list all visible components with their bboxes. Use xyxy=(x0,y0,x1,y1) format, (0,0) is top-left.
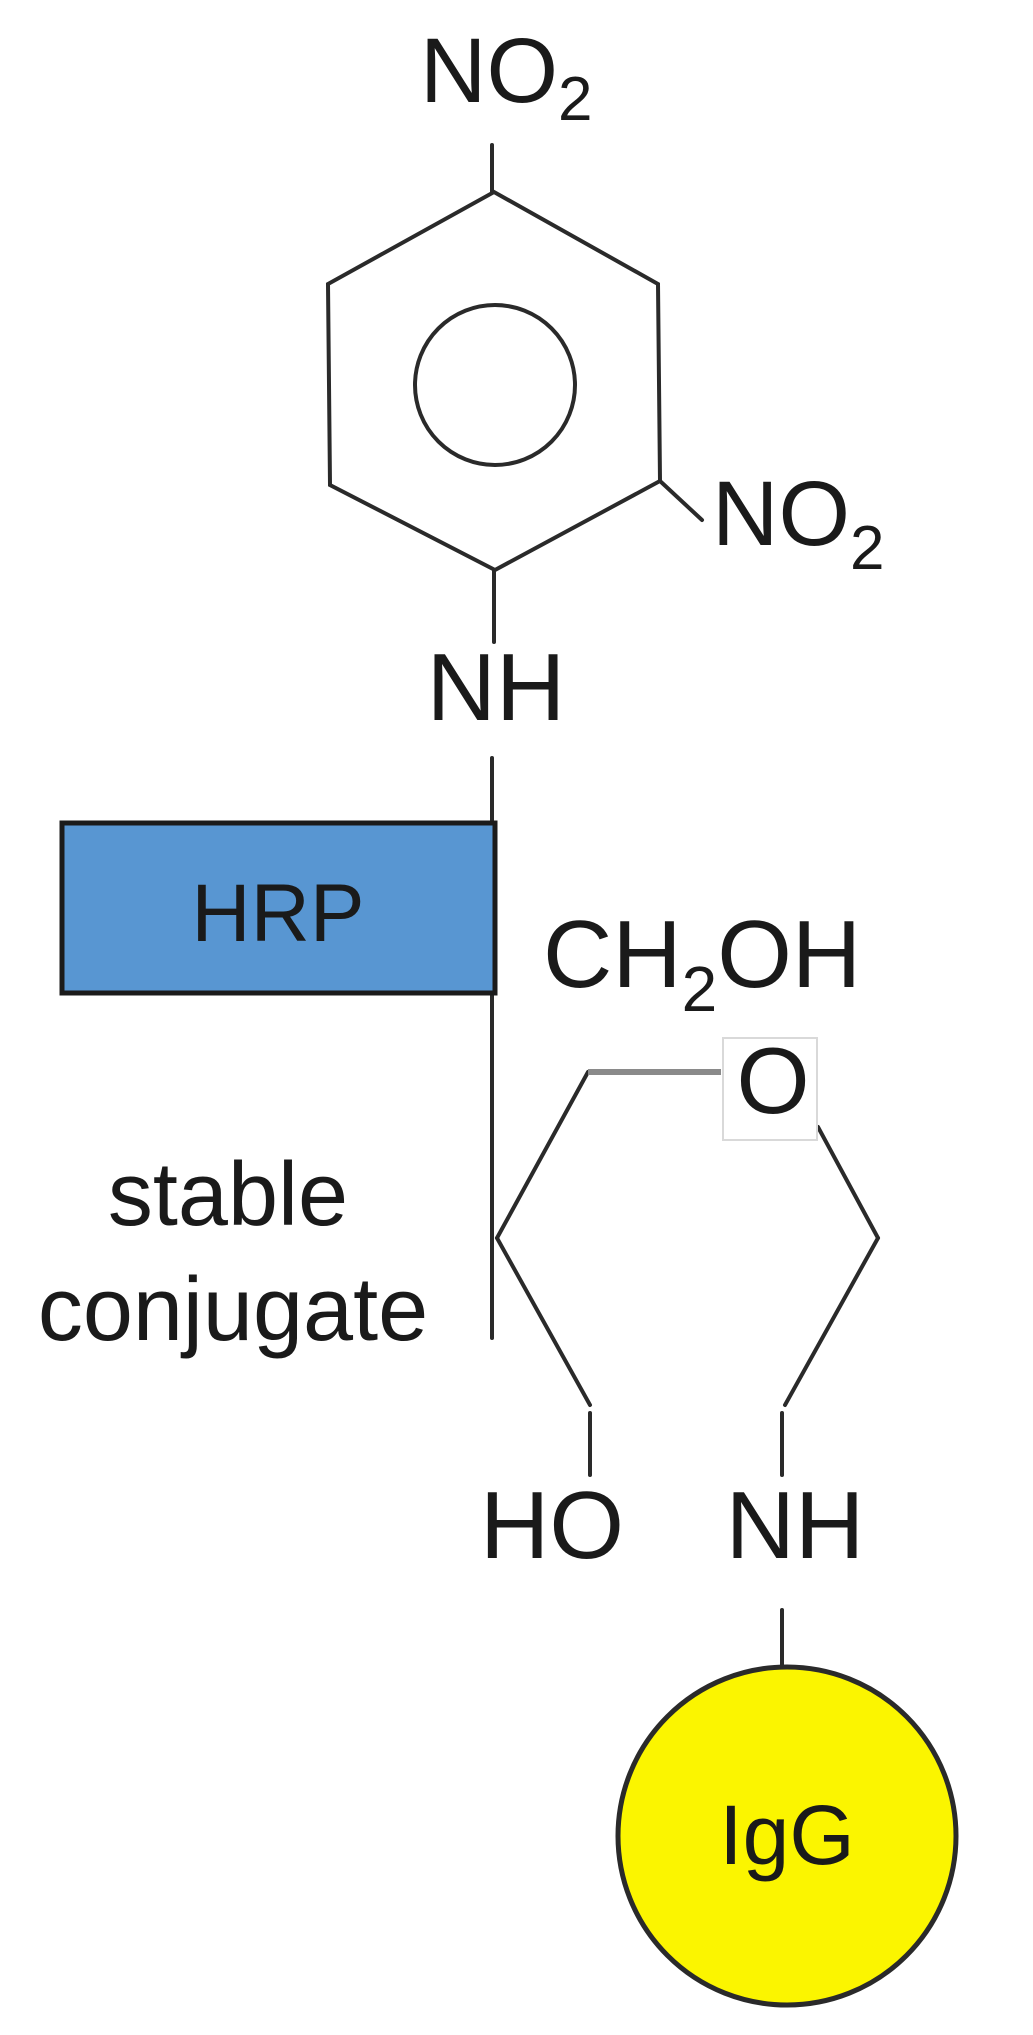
sugar-ring-upper-left-bond xyxy=(495,1070,590,1240)
hydroxymethyl-subscript: 2 xyxy=(682,953,718,1025)
amine-top-label: NH xyxy=(427,634,566,741)
nitro-right-subscript: 2 xyxy=(850,514,884,583)
hydroxymethyl-post: OH xyxy=(717,901,861,1008)
sugar-ring-lower-right-bond xyxy=(783,1236,880,1407)
nitro-right-label: NO2 xyxy=(712,463,884,583)
hrp-enzyme-box xyxy=(59,820,498,996)
caption-stable: stable xyxy=(108,1145,348,1245)
ring-oxygen-box xyxy=(722,1037,818,1141)
hrp-label: HRP xyxy=(191,868,364,959)
igg-antibody-circle xyxy=(615,1664,959,2008)
caption-conjugate: conjugate xyxy=(38,1260,428,1360)
igg-label: IgG xyxy=(719,1788,854,1882)
ring-oxygen-label: O xyxy=(736,1028,809,1133)
hydroxymethyl-pre: CH xyxy=(543,901,682,1008)
bond-nitro-right xyxy=(658,479,704,522)
hydroxymethyl-label: CH2OH xyxy=(543,901,861,1025)
nitro-top-main: NO xyxy=(420,20,558,122)
hydroxyl-label: HO xyxy=(480,1472,624,1579)
sugar-ring-upper-right-bond xyxy=(816,1125,880,1240)
nitro-top-label: NO2 xyxy=(420,20,592,134)
nitro-top-subscript: 2 xyxy=(558,65,592,134)
sugar-ring-lower-left-bond xyxy=(495,1236,592,1407)
amine-bottom-label: NH xyxy=(726,1472,865,1579)
nitro-right-main: NO xyxy=(712,463,850,565)
aromatic-circle xyxy=(413,303,577,467)
benzene-ring xyxy=(325,189,663,573)
